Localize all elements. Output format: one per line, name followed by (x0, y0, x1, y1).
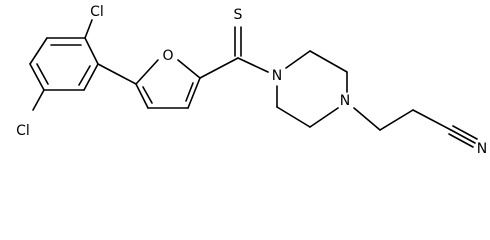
double-bond-inner (36, 63, 49, 85)
bond (29, 37, 48, 65)
atom-piperazine-n4: N (340, 93, 350, 109)
atom-nitrile-n: N (477, 141, 487, 157)
atom-cl-top: Cl (90, 4, 104, 20)
molecule-structure-diagram: Cl Cl O S N N N (16, 4, 487, 157)
atom-piperazine-n1: N (272, 68, 282, 84)
bond (97, 63, 137, 85)
bond (412, 109, 452, 131)
bond (276, 106, 311, 128)
bond (285, 50, 311, 69)
triple-bond-cn (452, 125, 478, 140)
bond (353, 107, 381, 131)
bond (237, 57, 269, 73)
bond (309, 50, 348, 73)
bond-to-cl-top (84, 19, 93, 39)
triple-bond-cn (450, 129, 476, 144)
double-bond-inner (185, 82, 194, 102)
bond (187, 77, 201, 109)
bond (199, 57, 239, 79)
furan-ring (135, 59, 201, 109)
atom-thione-s: S (234, 7, 243, 23)
bond (135, 59, 159, 85)
dichlorophenyl-ring (29, 37, 99, 91)
bond (379, 109, 414, 131)
double-bond-inner (142, 86, 153, 104)
triple-bond-cn (448, 133, 474, 148)
bond (83, 63, 99, 91)
bond (29, 63, 45, 91)
piperazine-ring (276, 50, 348, 128)
atom-cl-bottom: Cl (16, 123, 30, 139)
bond (177, 59, 201, 79)
bond (84, 37, 99, 65)
atom-furan-o: O (162, 48, 173, 64)
double-bond-inner (78, 65, 91, 86)
bond (309, 107, 339, 128)
bond (135, 83, 149, 109)
bond-to-cl-bottom (32, 89, 45, 111)
